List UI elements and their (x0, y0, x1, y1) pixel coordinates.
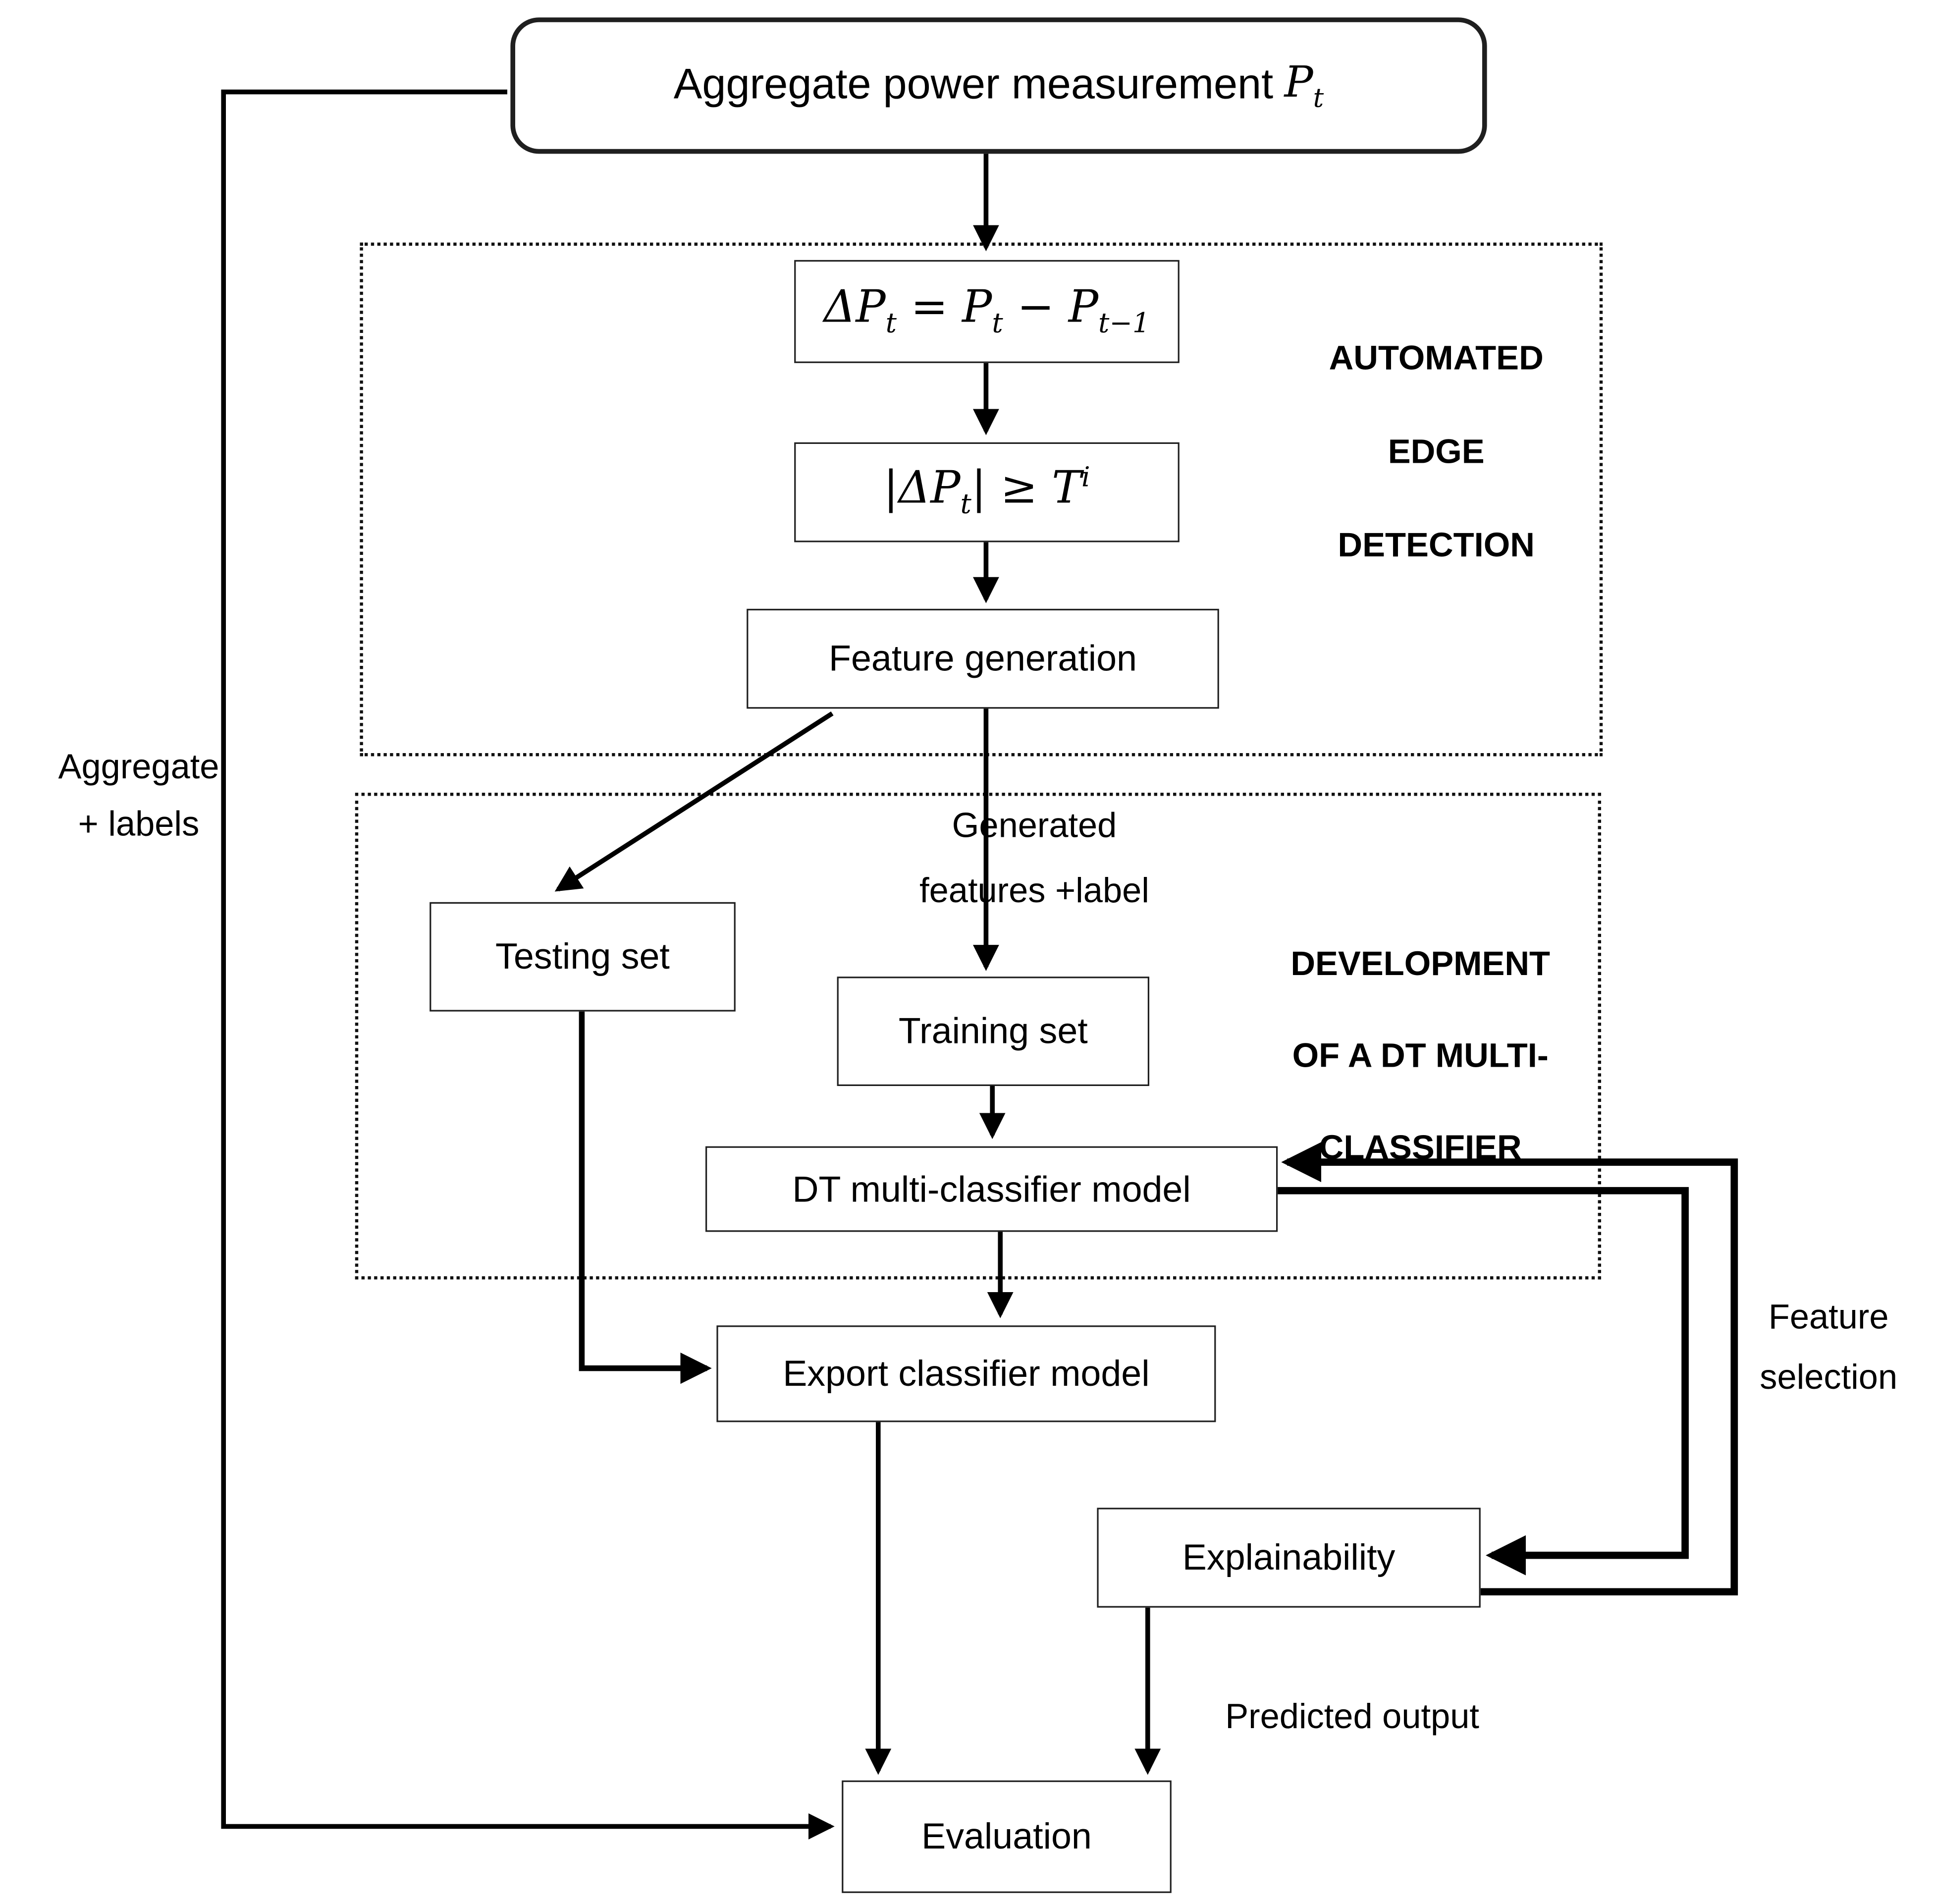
feature-generation-label: Feature generation (829, 638, 1137, 679)
arrow-testing-to-export (579, 1011, 712, 1384)
arrow-featureselection-to-dtmodel (1281, 1142, 1738, 1596)
aggregate-labels-annotation: Aggregate + labels (16, 739, 262, 853)
feature-selection-line2: selection (1760, 1357, 1898, 1397)
edge-title-line3: DETECTION (1338, 526, 1535, 565)
dev-title-line3: CLASSIFIER (1319, 1129, 1522, 1167)
predicted-output-label: Predicted output (1225, 1696, 1479, 1736)
aggregate-labels-line1: Aggregate (58, 747, 219, 787)
explainability-label: Explainability (1182, 1536, 1396, 1578)
evaluation-box: Evaluation (842, 1780, 1172, 1893)
section-title-dt-development: DEVELOPMENT OF A DT MULTI- CLASSIFIER (1221, 918, 1620, 1194)
testing-set-label: Testing set (495, 935, 670, 978)
generated-features-line2: features +label (919, 870, 1149, 910)
delta-formula: ΔPt = Pt − Pt−1 (823, 280, 1150, 340)
feature-selection-annotation: Feature selection (1666, 1287, 1934, 1408)
aggregate-power-label: Aggregate power measurement (673, 61, 1274, 109)
delta-formula-box: ΔPt = Pt − Pt−1 (794, 260, 1180, 363)
evaluation-label: Evaluation (921, 1815, 1092, 1857)
feature-generation-box: Feature generation (747, 608, 1219, 709)
dev-title-line2: OF A DT MULTI- (1292, 1036, 1549, 1075)
arrow-featuregen-to-testing (554, 711, 834, 892)
generated-features-line1: Generated (952, 805, 1117, 845)
arrow-aggregate-feedback-to-evaluation (221, 89, 835, 1840)
dt-model-label: DT multi-classifier model (792, 1168, 1191, 1209)
arrow-dtmodel-to-explainability (1274, 1187, 1689, 1576)
edge-title-line2: EDGE (1388, 433, 1485, 471)
edge-title-line1: AUTOMATED (1329, 339, 1544, 378)
predicted-output-annotation: Predicted output (1186, 1693, 1519, 1741)
export-model-box: Export classifier model (716, 1325, 1216, 1422)
dt-development-region (355, 793, 1601, 1280)
generated-features-annotation: Generated features +label (872, 793, 1197, 923)
dt-model-box: DT multi-classifier model (705, 1146, 1278, 1232)
training-set-box: Training set (837, 977, 1149, 1086)
dev-title-line1: DEVELOPMENT (1290, 945, 1551, 983)
feature-selection-line1: Feature (1768, 1297, 1889, 1337)
threshold-formula-box: |ΔPt| ≥ Ti (794, 442, 1180, 543)
export-model-label: Export classifier model (783, 1353, 1150, 1394)
testing-set-box: Testing set (430, 902, 736, 1012)
threshold-formula: |ΔPt| ≥ Ti (883, 461, 1090, 521)
aggregate-labels-line2: + labels (78, 804, 200, 844)
explainability-box: Explainability (1097, 1508, 1481, 1608)
training-set-label: Training set (898, 1010, 1088, 1052)
section-title-edge-detection: AUTOMATED EDGE DETECTION (1236, 312, 1636, 593)
aggregate-power-math: Pt (1284, 58, 1324, 113)
